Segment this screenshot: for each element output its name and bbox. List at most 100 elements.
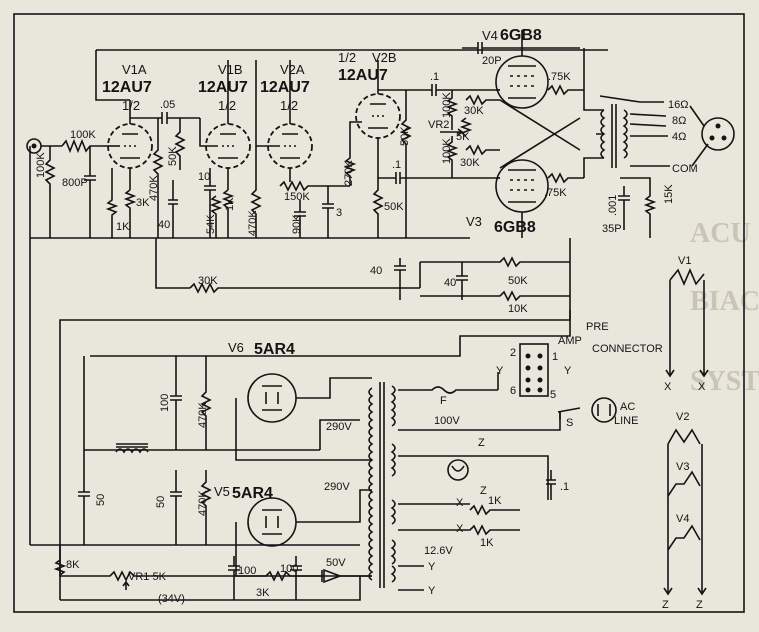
legend-x-b: X — [698, 381, 706, 393]
legend-v2: V2 — [676, 411, 689, 423]
cap-40-a — [168, 180, 178, 238]
resistor-270k — [318, 150, 357, 187]
resistor-50k-c — [400, 90, 412, 238]
resistor-1k-a — [105, 168, 119, 238]
v6-type: 5AR4 — [254, 341, 295, 358]
v3-ref: V3 — [466, 214, 482, 229]
label-290v-a: 290V — [326, 421, 352, 433]
resistor-54k — [209, 195, 223, 238]
label-vr1-volts: (34V) — [158, 593, 185, 605]
label-50v: 50V — [326, 557, 346, 569]
label-y-a: Y — [428, 561, 436, 573]
label-100-b: 100 — [238, 565, 256, 577]
resistor-1k-z — [469, 504, 520, 516]
cap-1-side — [546, 470, 556, 500]
label-75k-a: .75K — [548, 71, 571, 83]
ac-line-plug — [591, 397, 617, 423]
label-50-a: 50 — [95, 494, 107, 506]
switch — [557, 407, 581, 420]
v2b-type: 12AU7 — [338, 67, 388, 84]
label-001: .001 — [607, 195, 619, 216]
tube-v2a — [256, 60, 313, 182]
resistor-1k-b — [221, 189, 235, 238]
legend-v3: V3 — [676, 461, 689, 473]
resistor-3k-b — [240, 570, 322, 582]
cap-10 — [204, 168, 216, 238]
cap-90k — [294, 200, 306, 238]
label-100-c: 100 — [280, 563, 298, 575]
cap-100-b — [228, 556, 240, 600]
label-54k: 54K — [205, 214, 217, 234]
v1b-fraction: 1/2 — [218, 98, 236, 113]
resistor-100k-x — [445, 90, 459, 130]
label-35p: 35P — [602, 223, 622, 235]
bleed-text: ACU — [690, 218, 751, 249]
resistor-470k-b — [250, 60, 262, 238]
choke — [115, 443, 149, 454]
label-1k-z: 1K — [488, 495, 502, 507]
connector-title: CONNECTOR — [592, 343, 663, 355]
label-50k-a: 50K — [167, 146, 179, 166]
resistor-470k-d — [200, 470, 212, 545]
bleed-text: BIACU — [690, 286, 759, 317]
resistor-100k-gnd — [44, 146, 56, 238]
label-y-conn-a: Y — [496, 365, 504, 377]
cap-800p — [84, 146, 96, 238]
resistor-150k — [279, 180, 318, 192]
label-10k-fb: 10K — [508, 303, 528, 315]
v1a-fraction: 1/2 — [122, 98, 140, 113]
cap-100-c — [290, 556, 302, 600]
label-fuse: F — [440, 395, 447, 407]
label-z-a: Z — [478, 437, 485, 449]
v5-ref: V5 — [214, 484, 230, 499]
label-vr1: VR1 5K — [128, 571, 167, 583]
v1b-type: 12AU7 — [198, 79, 248, 96]
resistor-100k-in — [61, 138, 108, 154]
v6-ref: V6 — [228, 340, 244, 355]
label-x-a: X — [456, 497, 464, 509]
resistor-50k-a — [174, 118, 186, 170]
label-470k-d: 470K — [197, 490, 209, 516]
resistor-470k-a — [152, 118, 164, 238]
label-100-a: 100 — [159, 394, 171, 412]
cap-50-b — [170, 470, 182, 545]
label-90k: 90K — [291, 214, 303, 234]
v3-type: 6GB8 — [494, 219, 536, 236]
label-30k-b: 30K — [460, 157, 480, 169]
label-100k-in: 100K — [70, 129, 96, 141]
label-30k-a: 30K — [464, 105, 484, 117]
label-40-b: 40 — [370, 265, 382, 277]
tap-8: 8Ω — [672, 115, 686, 127]
v5-type: 5AR4 — [232, 485, 273, 502]
resistor-10k-fb — [420, 290, 570, 302]
pilot-lamp — [447, 459, 469, 481]
resistor-100k-y — [445, 136, 459, 178]
legend-v4: V4 — [676, 513, 689, 525]
resistor-75k-b — [547, 172, 584, 184]
label-y-conn-b: Y — [564, 365, 572, 377]
label-1k-a: 1K — [116, 221, 130, 233]
cross-coupling — [499, 99, 581, 169]
label-3: 3 — [336, 207, 342, 219]
tube-v4 — [495, 30, 549, 109]
label-50k-fb: 50K — [508, 275, 528, 287]
cap-3 — [322, 186, 334, 238]
cap-20p — [462, 42, 580, 54]
cap-001 — [618, 186, 630, 230]
cap-05 — [130, 112, 200, 124]
tube-v5 — [247, 497, 297, 547]
legend-z-a: Z — [662, 599, 669, 611]
resistor-30k-a — [465, 94, 500, 106]
label-50k-c: 50K — [399, 126, 411, 146]
connector-amp: AMP — [558, 335, 582, 347]
label-100k-gnd: 100K — [35, 152, 47, 178]
frame — [13, 13, 745, 613]
cap-40-b — [394, 258, 406, 300]
label-270k: 270K — [343, 160, 355, 186]
label-470k-b: 470K — [247, 210, 259, 236]
cap-50-a — [78, 370, 90, 545]
v2b-fraction: 1/2 — [338, 50, 356, 65]
label-line: LINE — [614, 415, 638, 427]
label-vr2: VR2 — [428, 119, 449, 131]
cap-40-c — [456, 262, 468, 300]
